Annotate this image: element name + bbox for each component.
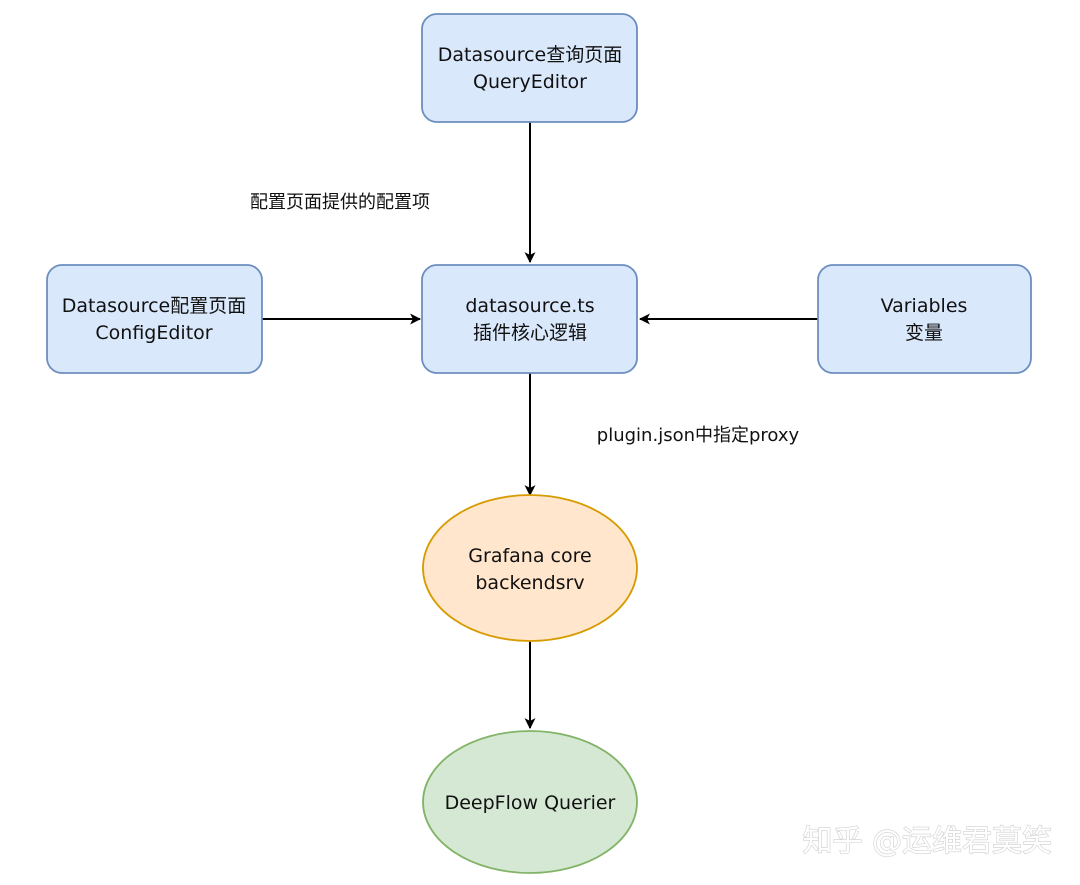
node-title: DeepFlow Querier [445, 792, 616, 814]
node-box [421, 264, 638, 374]
node-subtitle: backendsrv [475, 572, 584, 594]
node-box [421, 13, 638, 123]
node-query-editor: Datasource查询页面 QueryEditor [421, 13, 638, 123]
watermark: 知乎 @运维君莫笑 [802, 824, 1052, 859]
node-title: Datasource配置页面 [62, 295, 246, 317]
node-box [817, 264, 1032, 374]
node-ellipse [422, 494, 638, 642]
node-config-editor: Datasource配置页面 ConfigEditor [46, 264, 263, 374]
node-datasource-ts: datasource.ts 插件核心逻辑 [421, 264, 638, 374]
node-subtitle: ConfigEditor [95, 322, 212, 344]
node-subtitle: 插件核心逻辑 [473, 322, 587, 344]
node-title: Grafana core [468, 545, 591, 567]
node-title: Variables [881, 295, 968, 317]
node-subtitle: QueryEditor [473, 71, 587, 93]
node-subtitle: 变量 [905, 322, 943, 344]
node-ellipse [422, 730, 638, 874]
node-deepflow-querier: DeepFlow Querier [422, 730, 638, 874]
proxy-label: plugin.json中指定proxy [597, 425, 800, 446]
node-variables: Variables 变量 [817, 264, 1032, 374]
node-title: datasource.ts [465, 295, 594, 317]
node-grafana-core: Grafana core backendsrv [422, 494, 638, 642]
node-box [46, 264, 263, 374]
edges [262, 122, 818, 730]
node-title: Datasource查询页面 [438, 44, 622, 66]
config-items-label: 配置页面提供的配置项 [250, 192, 430, 213]
